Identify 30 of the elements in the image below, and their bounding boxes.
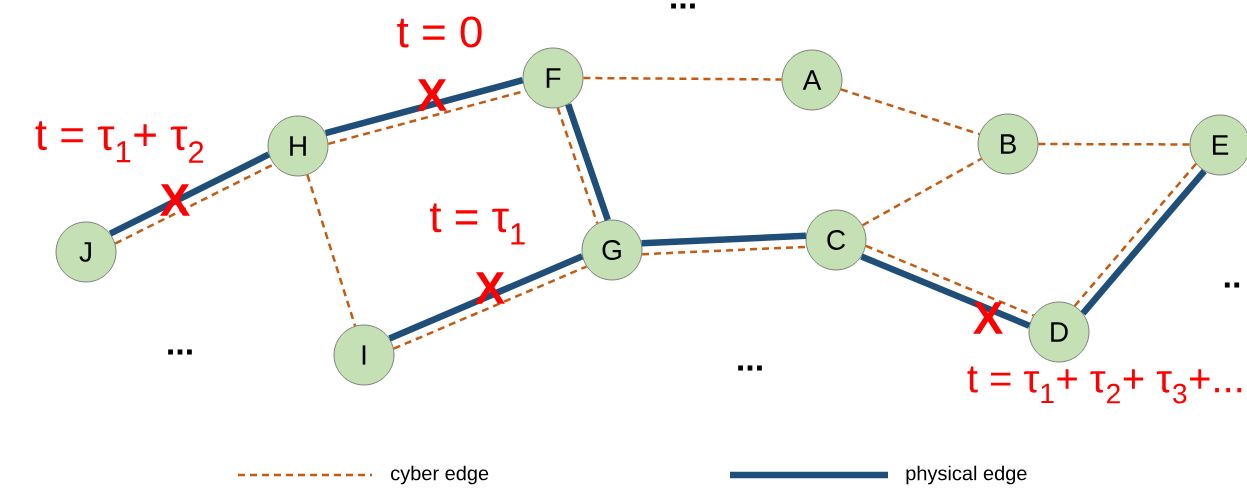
physical-edge bbox=[324, 76, 524, 137]
ellipsis: ... bbox=[671, 3, 695, 9]
time-label: t = τ$_{1}$ bbox=[430, 203, 525, 245]
physical-edge bbox=[860, 253, 1031, 329]
legend-label: cyber edge bbox=[391, 465, 489, 485]
legend-label: physical edge bbox=[906, 465, 1027, 485]
physical-edge bbox=[388, 253, 584, 342]
physical-edge bbox=[1080, 168, 1207, 316]
cross-mark: X bbox=[973, 302, 1003, 334]
time-label: t = 0 bbox=[397, 16, 482, 48]
physical-edge bbox=[108, 151, 271, 237]
ellipsis: ... bbox=[738, 365, 762, 371]
ellipsis: .. bbox=[1224, 282, 1240, 288]
cyber-edge bbox=[393, 265, 587, 350]
cyber-edge bbox=[865, 244, 1034, 317]
cyber-edge bbox=[583, 76, 782, 81]
time-label: t = τ$_{1}$+ τ$_{2}$ bbox=[35, 121, 204, 163]
ellipsis: ... bbox=[168, 349, 192, 355]
cyber-edge bbox=[114, 163, 275, 245]
cyber-edge bbox=[862, 157, 983, 227]
cyber-edge bbox=[642, 245, 807, 256]
cyber-edge bbox=[1073, 162, 1197, 307]
cyber-edge bbox=[328, 89, 526, 146]
cyber-edge bbox=[556, 107, 599, 224]
physical-edge bbox=[565, 103, 611, 221]
cyber-edge bbox=[840, 88, 980, 136]
cyber-edge bbox=[306, 174, 357, 327]
physical-edge bbox=[641, 232, 807, 247]
time-label: t = τ$_{1}$+ τ$_{2}$+ τ$_{3}$+... bbox=[967, 366, 1242, 404]
cyber-edge bbox=[1038, 142, 1190, 146]
